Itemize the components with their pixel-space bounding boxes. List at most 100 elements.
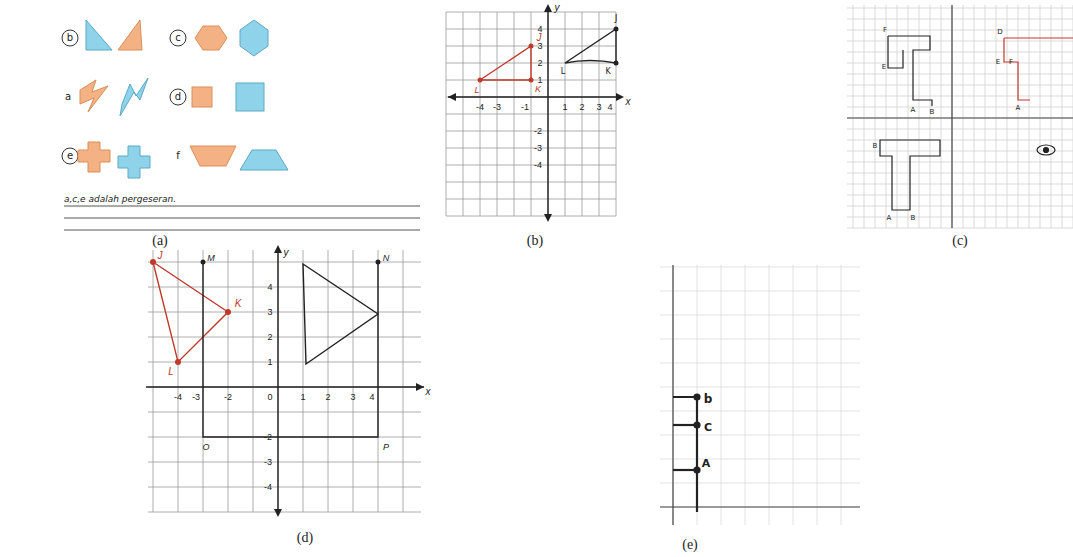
point-label: D xyxy=(997,29,1002,36)
grid-line xyxy=(886,5,887,228)
triangles-b xyxy=(478,27,619,83)
grid-line xyxy=(660,411,860,412)
grid-line xyxy=(847,206,1073,207)
tick-label: -2 xyxy=(534,127,542,136)
tick-label: 1 xyxy=(300,393,305,402)
point-label: K xyxy=(605,68,610,76)
grid-line xyxy=(660,435,860,436)
axis-arrow xyxy=(274,509,282,517)
point-label: L xyxy=(474,86,479,95)
point-label: B xyxy=(911,215,916,222)
grid-line xyxy=(847,85,1073,86)
grid-line xyxy=(446,29,616,30)
y-axis xyxy=(672,265,673,525)
grid-line xyxy=(769,265,770,525)
point xyxy=(614,61,619,66)
grid-line xyxy=(996,5,997,228)
axis-arrow xyxy=(544,214,552,222)
eye-doodle xyxy=(1037,145,1055,155)
tick-label: 2 xyxy=(325,393,330,402)
grid-line xyxy=(847,41,1073,42)
shape-letter: a xyxy=(65,92,71,102)
grid-line xyxy=(660,363,860,364)
tick-label: -3 xyxy=(534,144,542,153)
point-label: M xyxy=(207,254,215,263)
circle-mark xyxy=(170,30,186,46)
grid-line xyxy=(847,162,1073,163)
writing-line xyxy=(64,230,420,231)
grid-line xyxy=(446,148,616,149)
point xyxy=(614,27,619,32)
grid-line xyxy=(847,74,1073,75)
panel-caption: (d) xyxy=(297,531,313,545)
tick-label: 3 xyxy=(350,393,355,402)
point-label: O xyxy=(202,443,209,452)
point xyxy=(529,78,534,83)
axis-name: y xyxy=(555,3,560,13)
panel-caption: (b) xyxy=(527,234,543,248)
grid-line xyxy=(963,5,964,228)
tick-label: 1 xyxy=(537,76,542,85)
panel-caption: (c) xyxy=(952,234,968,248)
grid-line xyxy=(673,265,674,525)
grid-line xyxy=(721,265,722,525)
grid-line xyxy=(817,265,818,525)
grid-line xyxy=(847,228,1073,229)
tick-label: 0 xyxy=(267,393,272,402)
lightning xyxy=(120,78,148,116)
tick-label: -1 xyxy=(521,103,529,112)
shape-pairs xyxy=(62,20,420,230)
point xyxy=(478,78,483,83)
point-label: L xyxy=(168,367,174,377)
shape-letter: f xyxy=(176,151,180,161)
grid-line xyxy=(446,182,616,183)
grid-line xyxy=(178,250,179,512)
grid-line xyxy=(847,96,1073,97)
shapes-d xyxy=(150,259,381,437)
point-label: B xyxy=(873,143,878,150)
grid-line xyxy=(660,315,860,316)
grid-line xyxy=(148,337,421,338)
grid-line xyxy=(919,5,920,228)
hexagon xyxy=(195,26,227,50)
grid-line xyxy=(660,339,860,340)
axis-arrow xyxy=(448,93,456,101)
tick-label: -4 xyxy=(534,161,542,170)
point xyxy=(150,259,156,265)
hexagon xyxy=(240,20,268,56)
point-label: P xyxy=(383,443,389,452)
y-axis xyxy=(547,6,548,220)
tick-label: -4 xyxy=(174,393,182,402)
point-label: b xyxy=(704,393,713,405)
point-label: E xyxy=(882,64,886,71)
writing-line xyxy=(64,218,420,219)
triangle xyxy=(86,20,112,50)
point xyxy=(529,44,534,49)
point xyxy=(695,395,700,400)
handwritten-answer: a,c,e adalah pergeseran. xyxy=(64,195,176,204)
grid-layer xyxy=(146,4,1073,525)
tick-label: -4 xyxy=(264,483,272,492)
drawn-shape xyxy=(1004,38,1073,100)
grid-line xyxy=(353,250,354,512)
point xyxy=(376,260,381,265)
square xyxy=(236,83,264,111)
drawn-shape xyxy=(673,397,697,512)
axis-name: x xyxy=(426,387,431,397)
axis-arrow xyxy=(274,245,282,253)
point-label: A xyxy=(1016,105,1021,112)
grid-line xyxy=(847,52,1073,53)
tick-label: 4 xyxy=(369,393,374,402)
grid-line xyxy=(974,5,975,228)
axis-arrow xyxy=(544,4,552,12)
point xyxy=(695,423,700,428)
trapezoid xyxy=(240,150,288,170)
point-label: J xyxy=(615,14,618,23)
tick-label: 3 xyxy=(267,308,272,317)
eye-doodle xyxy=(1044,148,1049,153)
grid-line xyxy=(847,195,1073,196)
shape-letter: d xyxy=(175,92,181,102)
grid-line xyxy=(897,5,898,228)
grid-line xyxy=(660,507,860,508)
grid-line xyxy=(660,267,860,268)
